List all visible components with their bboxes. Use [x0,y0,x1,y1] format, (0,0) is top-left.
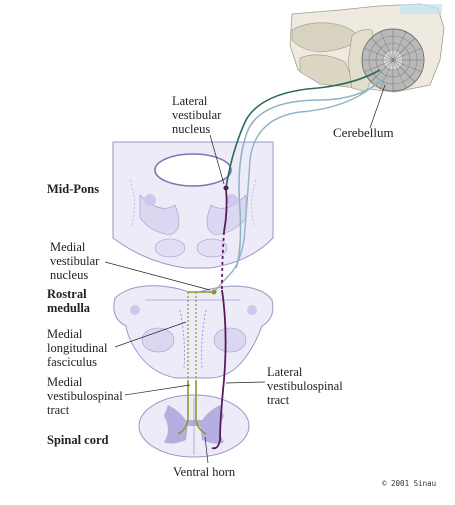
label-lateral-vestibular-nucleus: Lateral vestibular nucleus [172,94,221,136]
label-mid-pons: Mid-Pons [47,182,99,196]
copyright-notice: © 2001 Sinau [382,479,436,488]
mid-pons-section [113,142,273,268]
cerebellum-shape [362,29,424,91]
spinal-cord-section [139,395,249,457]
label-medial-vestibular-nucleus: Medial vestibular nucleus [50,240,99,282]
rostral-medulla-section [114,286,273,378]
brain-inset [290,4,444,92]
label-medial-longitudinal-fasciculus: Medial longitudinal fasciculus [47,327,107,369]
label-ventral-horn: Ventral horn [173,465,235,479]
label-lateral-vestibulospinal-tract: Lateral vestibulospinal tract [267,365,343,407]
label-medial-vestibulospinal-tract: Medial vestibulospinal tract [47,375,123,417]
label-cerebellum: Cerebellum [333,126,394,140]
label-rostral-medulla: Rostral medulla [47,287,90,315]
label-spinal-cord: Spinal cord [47,433,108,447]
